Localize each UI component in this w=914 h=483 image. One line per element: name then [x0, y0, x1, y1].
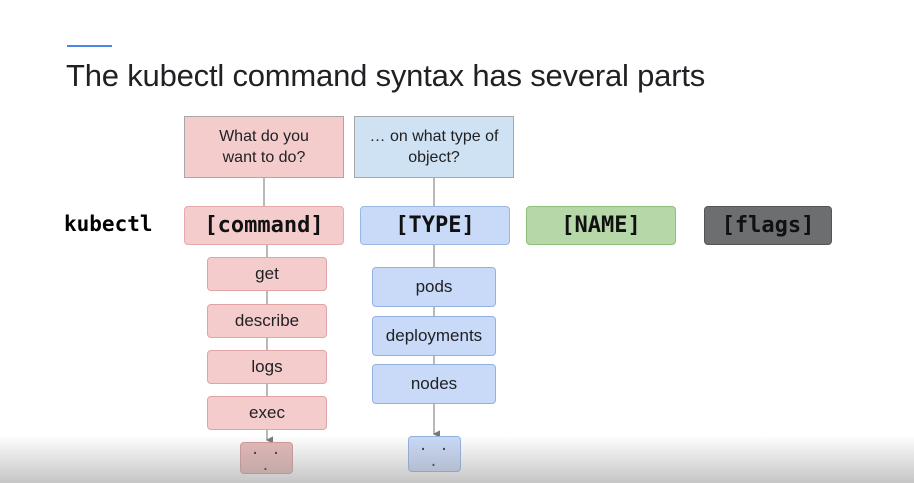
syntax-command-box: [command]: [184, 206, 344, 245]
syntax-flags-box: [flags]: [704, 206, 832, 245]
question-type-box: … on what type of object?: [354, 116, 514, 178]
type-item-deployments: deployments: [372, 316, 496, 356]
command-item-get: get: [207, 257, 327, 291]
command-item-logs: logs: [207, 350, 327, 384]
command-item-describe: describe: [207, 304, 327, 338]
kubectl-label: kubectl: [64, 212, 153, 236]
syntax-name-box: [NAME]: [526, 206, 676, 245]
question-command-text: What do you want to do?: [219, 128, 309, 166]
bottom-fade-overlay: [0, 435, 914, 483]
type-item-nodes: nodes: [372, 364, 496, 404]
question-type-text: … on what type of object?: [369, 128, 499, 166]
question-command-box: What do you want to do?: [184, 116, 344, 178]
syntax-type-box: [TYPE]: [360, 206, 510, 245]
command-item-exec: exec: [207, 396, 327, 430]
title-accent-line: [67, 45, 112, 47]
type-item-pods: pods: [372, 267, 496, 307]
slide-title: The kubectl command syntax has several p…: [66, 58, 706, 93]
